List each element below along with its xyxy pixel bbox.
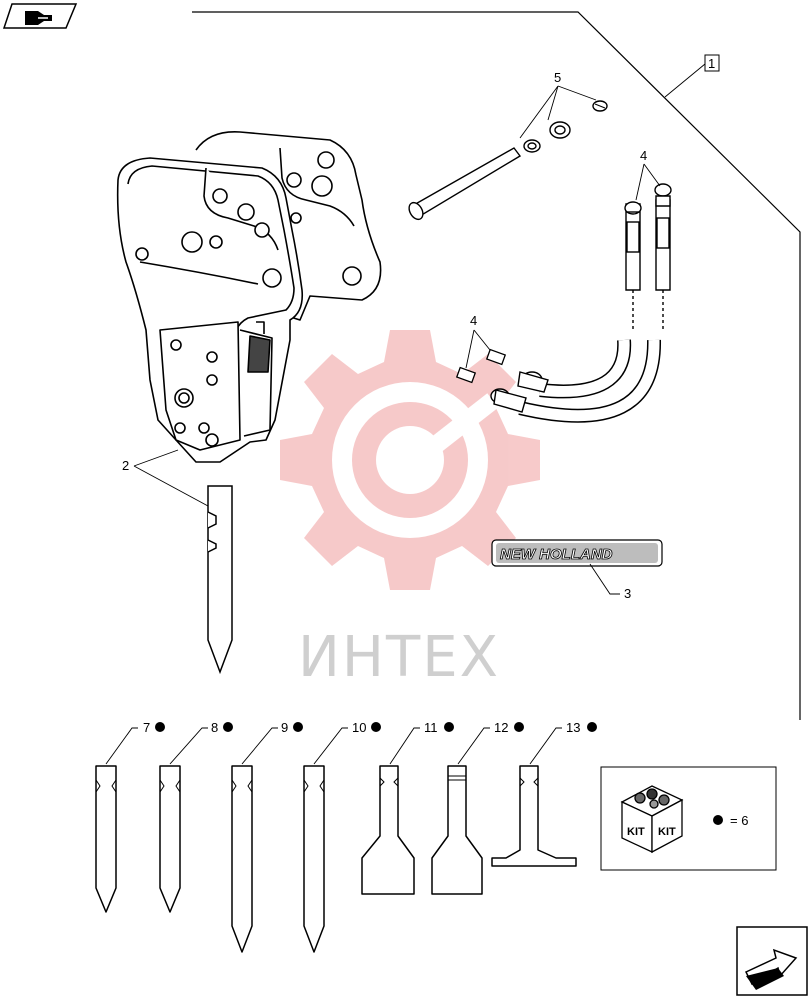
watermark-gear-logo <box>280 330 540 590</box>
new-holland-decal: NEW HOLLAND <box>491 539 663 567</box>
kit-dot-legend <box>713 815 723 825</box>
kit-dot-11 <box>444 722 454 732</box>
retaining-pin <box>207 485 233 675</box>
tool-details <box>95 775 539 793</box>
next-page-arrow-icon[interactable] <box>736 926 808 996</box>
svg-text:NEW HOLLAND: NEW HOLLAND <box>500 546 613 563</box>
callout-4-hoses: 4 <box>640 148 647 163</box>
watermark-text: ИНТЕХ <box>298 625 500 690</box>
kit-dot-8 <box>223 722 233 732</box>
svg-text:KIT: KIT <box>658 826 676 838</box>
callout-5: 5 <box>554 70 561 85</box>
callout-9: 9 <box>281 720 288 735</box>
hydraulic-hoses <box>490 183 672 423</box>
callout-12: 12 <box>494 720 508 735</box>
tool-callouts <box>105 727 562 765</box>
kit-dot-10 <box>371 722 381 732</box>
kit-dot-12 <box>514 722 524 732</box>
fittings <box>455 348 507 384</box>
callout-13: 13 <box>566 720 580 735</box>
callout-2: 2 <box>122 458 129 473</box>
callout-7: 7 <box>143 720 150 735</box>
kit-dot-9 <box>293 722 303 732</box>
svg-text:KIT: KIT <box>627 826 645 838</box>
assembly-boundary-line <box>192 11 801 720</box>
callout-11: 11 <box>424 720 438 735</box>
callout-8: 8 <box>211 720 218 735</box>
kit-box-icon <box>620 785 684 854</box>
callout-4-fittings: 4 <box>470 313 477 328</box>
pin-assembly <box>408 100 608 221</box>
book-icon[interactable] <box>2 3 78 29</box>
callout-1: 1 <box>708 56 715 71</box>
tool-row <box>95 765 577 953</box>
callout-10: 10 <box>352 720 366 735</box>
callout-3: 3 <box>624 586 631 601</box>
kit-dot-13 <box>587 722 597 732</box>
breaker-bracket <box>116 131 382 463</box>
svg-text:= 6: = 6 <box>730 813 748 828</box>
kit-legend: KIT KIT = 6 <box>600 766 777 871</box>
kit-dot-7 <box>155 722 165 732</box>
